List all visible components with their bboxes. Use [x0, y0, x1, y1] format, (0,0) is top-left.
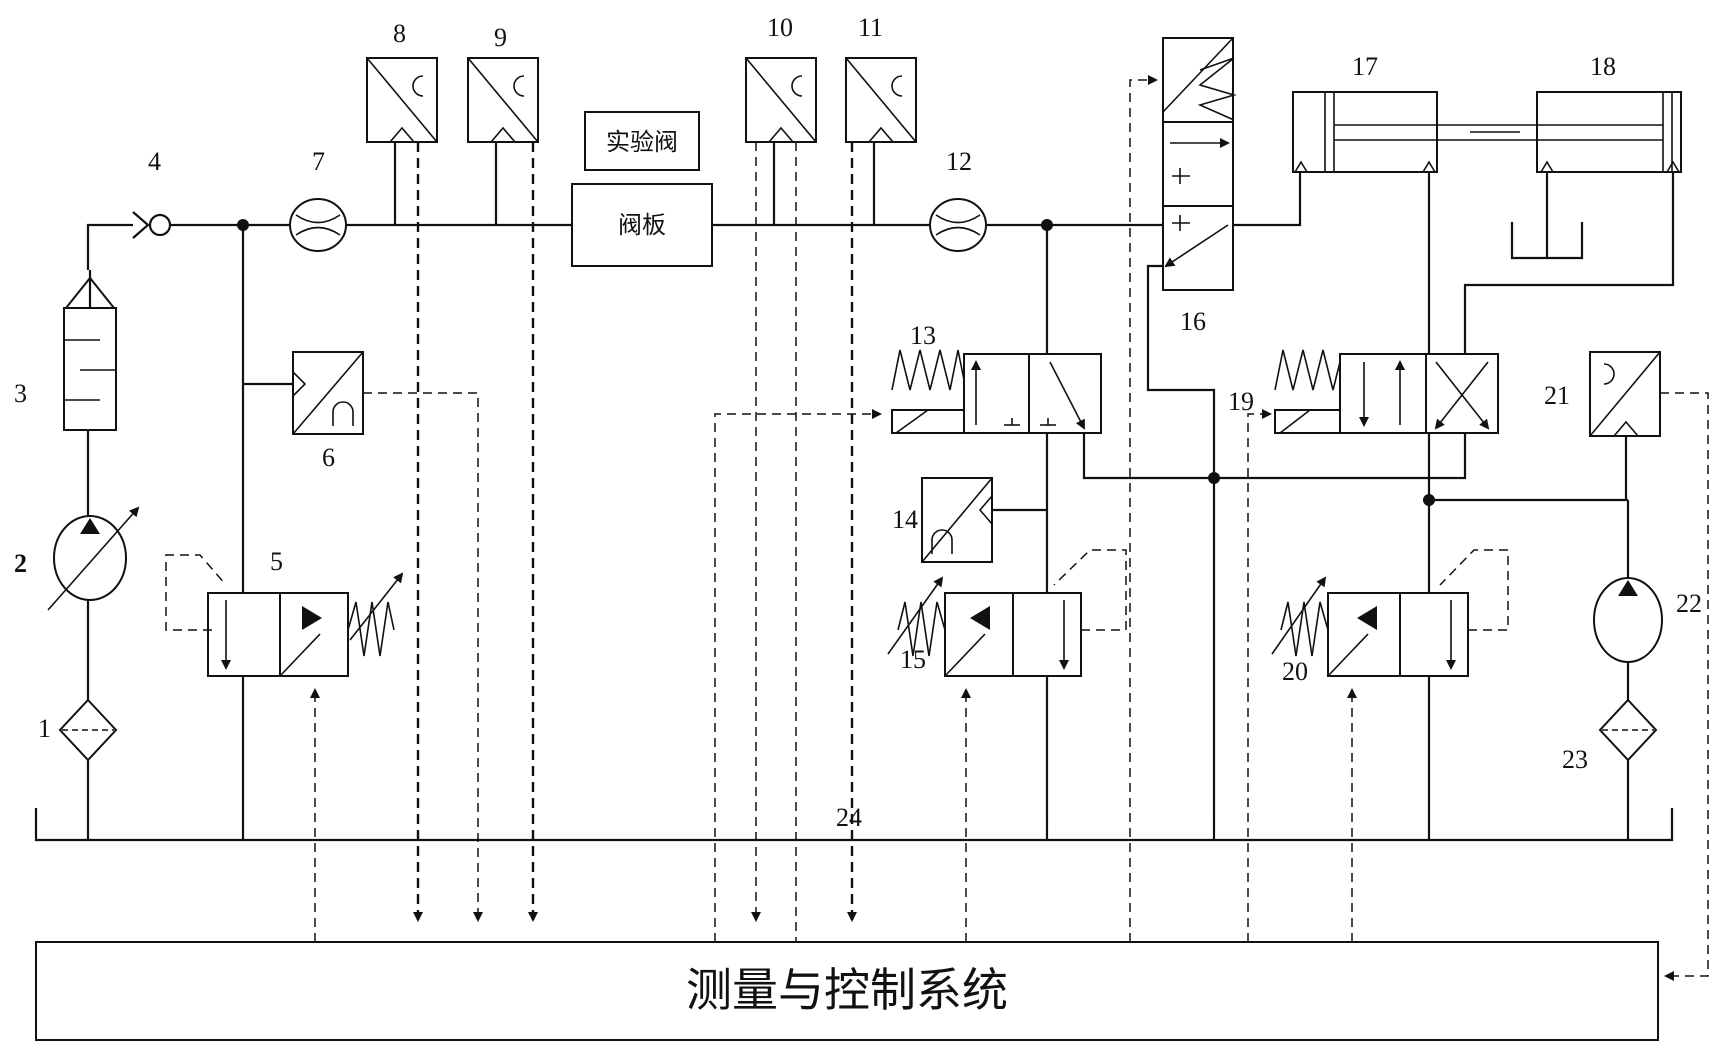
- label-22: 22: [1676, 589, 1702, 618]
- label-10: 10: [767, 13, 793, 42]
- label-16: 16: [1180, 307, 1206, 336]
- measurement-control-system: 测量与控制系统: [35, 941, 1659, 1041]
- proportional-relief-valve-20: [1271, 549, 1509, 677]
- label-5: 5: [270, 547, 283, 576]
- suction-filter-23: [1598, 698, 1658, 822]
- label-21: 21: [1544, 381, 1570, 410]
- pressure-switch-6: [243, 351, 364, 435]
- cyl18-line: [1463, 172, 1675, 354]
- label-4: 4: [148, 147, 161, 176]
- hydraulic-cylinder-18: [1505, 91, 1682, 173]
- test-valve-box: 实验阀: [584, 111, 700, 171]
- pressure-switch-21: [1589, 351, 1661, 500]
- suction-filter-1: [58, 698, 118, 822]
- label-18: 18: [1590, 52, 1616, 81]
- tank-symbol: [1510, 172, 1584, 260]
- tank-line-24: [34, 808, 1674, 842]
- label-14: 14: [892, 505, 918, 534]
- pressure-sensor-11: [845, 57, 917, 225]
- pressure-sensor-9: [467, 57, 539, 225]
- pressure-sensor-8: [366, 57, 438, 225]
- hydraulic-cylinder-17: [1292, 91, 1438, 173]
- test-valve-label: 实验阀: [606, 128, 678, 156]
- valve-plate: 阀板: [571, 183, 713, 267]
- fixed-pump-22: [1593, 500, 1663, 700]
- label-7: 7: [312, 147, 325, 176]
- accumulator-3: [63, 270, 117, 431]
- pressure-switch-14: [921, 477, 1047, 563]
- directional-valve-13: [891, 349, 1214, 480]
- label-23: 23: [1562, 745, 1588, 774]
- flow-meter-7: [289, 198, 347, 252]
- signal-lines: [310, 75, 1709, 981]
- label-2: 2: [14, 549, 27, 578]
- directional-valve-16: [1146, 37, 1302, 822]
- control-system-label: 测量与控制系统: [686, 963, 1008, 1017]
- label-15: 15: [900, 645, 926, 674]
- directional-valve-19: [1214, 349, 1499, 480]
- piston-rod-link: [1437, 124, 1520, 141]
- label-3: 3: [14, 379, 27, 408]
- label-13: 13: [910, 321, 936, 350]
- label-8: 8: [393, 19, 406, 48]
- label-1: 1: [38, 714, 51, 743]
- valve-plate-label: 阀板: [618, 211, 666, 239]
- proportional-relief-valve-15: [887, 549, 1127, 677]
- component-labels: 1 2 3 4 5 6 7 8 9 10 11 12 13 14 15 16 1…: [14, 13, 1702, 832]
- label-24: 24: [836, 803, 862, 832]
- label-17: 17: [1352, 52, 1378, 81]
- label-12: 12: [946, 147, 972, 176]
- variable-pump-2: [47, 430, 140, 700]
- proportional-relief-valve-5: [165, 554, 404, 677]
- pressure-sensor-10: [745, 57, 817, 225]
- check-valve-4: [132, 211, 172, 239]
- label-6: 6: [322, 443, 335, 472]
- label-19: 19: [1228, 387, 1254, 416]
- flow-meter-12: [929, 198, 987, 252]
- label-11: 11: [858, 13, 883, 42]
- label-20: 20: [1282, 657, 1308, 686]
- label-9: 9: [494, 23, 507, 52]
